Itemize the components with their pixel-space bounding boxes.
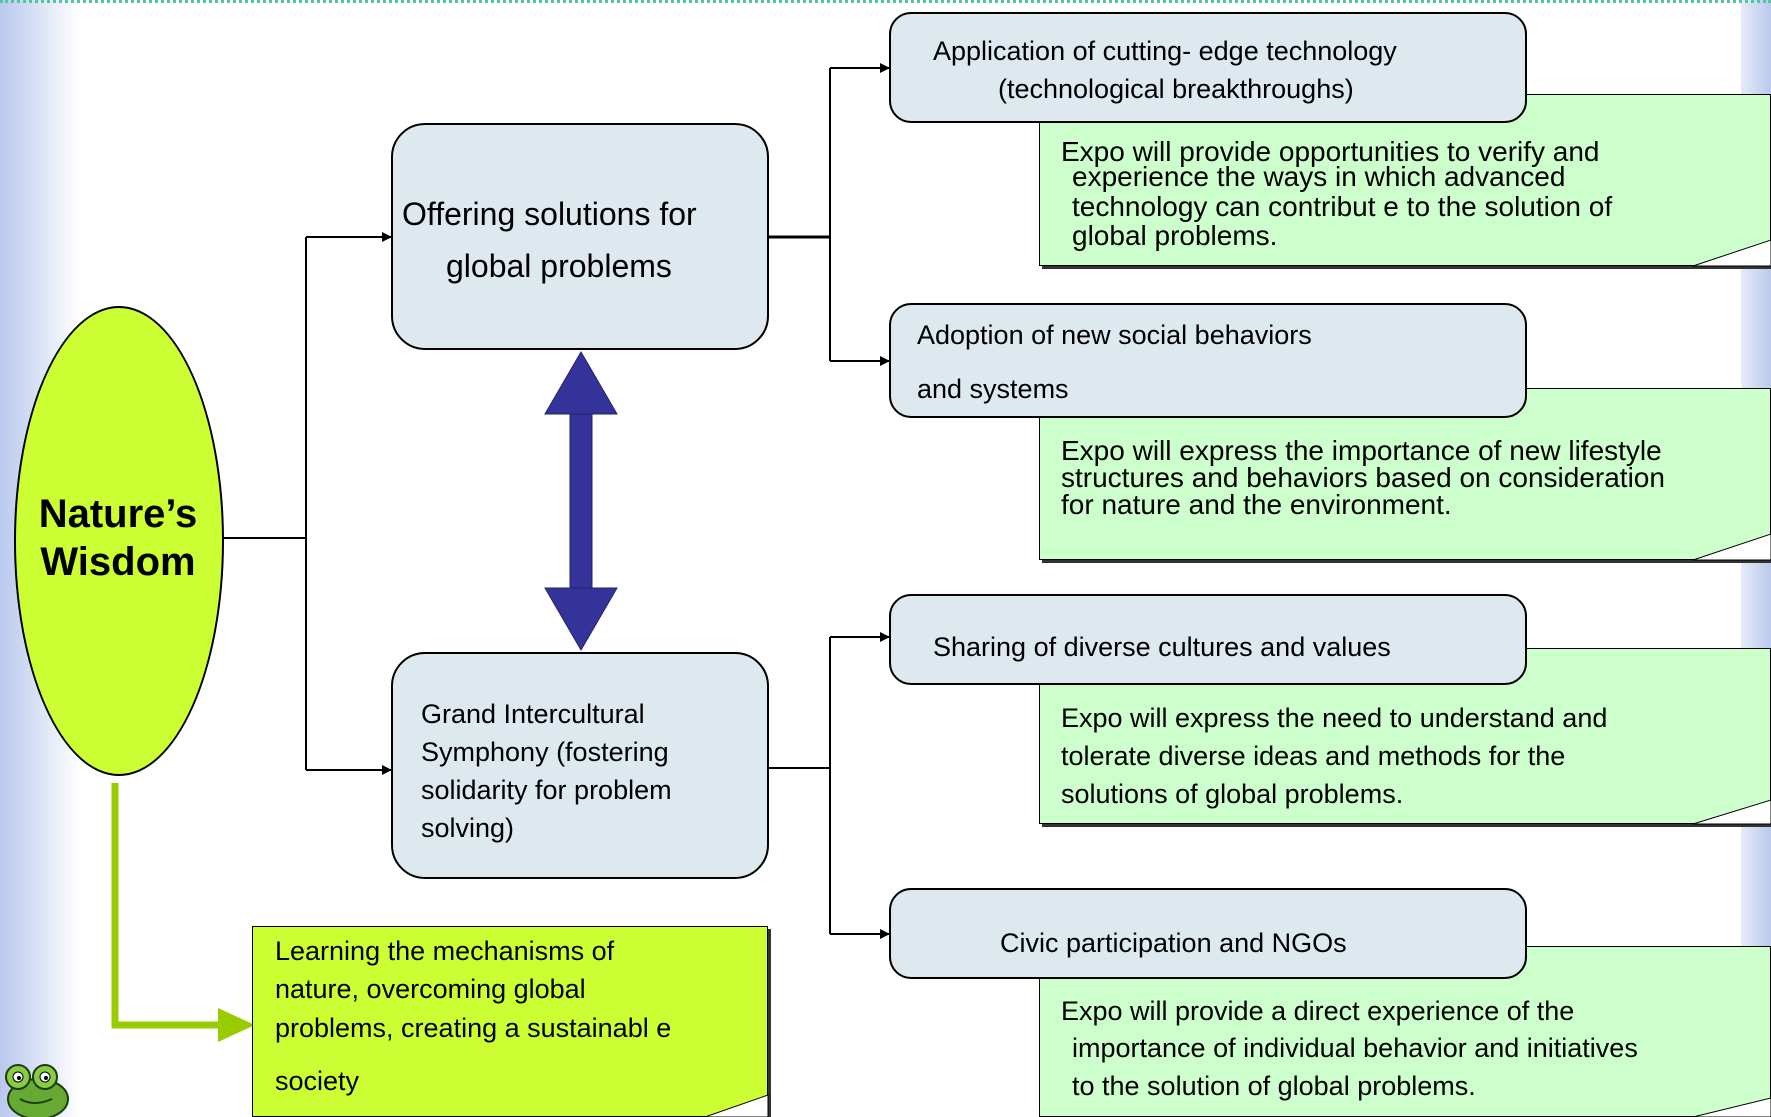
offering-solutions-box [391, 123, 769, 350]
social-box-line1: Adoption of new social behaviors [917, 320, 1312, 350]
learning-line2: nature, overcoming global [275, 974, 586, 1004]
note-fold-icon [1692, 239, 1771, 267]
grand-line3: solidarity for problem [421, 775, 672, 805]
social-note-line3: for nature and the environment. [1061, 489, 1452, 520]
learning-line1: Learning the mechanisms of [275, 936, 615, 966]
civic-note-line1: Expo will provide a direct experience of… [1061, 996, 1575, 1026]
green-connector-arrowhead [218, 1008, 255, 1042]
note-fold-icon [1692, 799, 1771, 825]
grand-intercultural-box [391, 652, 769, 879]
civic-box-line1: Civic participation and NGOs [1000, 928, 1347, 958]
frog-mascot-icon [5, 1064, 69, 1117]
natures-wisdom-line1: Nature’s [38, 492, 198, 536]
civic-box [889, 888, 1527, 979]
civic-note-line3: to the solution of global problems. [1072, 1071, 1476, 1101]
note-fold-icon [1692, 1097, 1771, 1117]
top-dotted-border [0, 0, 1771, 3]
note-fold-icon [704, 1094, 769, 1117]
technology-note-line3: technology can contribut e to the soluti… [1072, 191, 1613, 222]
natures-wisdom-line2: Wisdom [40, 540, 196, 584]
cultures-note-line1: Expo will express the need to understand… [1061, 703, 1608, 733]
social-box-line2: and systems [917, 374, 1069, 404]
social-note-line2: structures and behaviors based on consid… [1061, 462, 1665, 493]
natures-wisdom-title: Nature’s Wisdom [0, 490, 236, 586]
offering-line2: global problems [446, 248, 672, 284]
cultures-note-line2: tolerate diverse ideas and methods for t… [1061, 741, 1566, 771]
technology-box-line1: Application of cutting- edge technology [933, 36, 1397, 66]
green-connector-line [111, 783, 222, 1029]
technology-box-line2: (technological breakthroughs) [998, 74, 1354, 104]
learning-line4: society [275, 1066, 360, 1096]
technology-note-line2: experience the ways in which advanced [1072, 161, 1566, 192]
double-arrow-icon [544, 351, 618, 651]
cultures-note-line3: solutions of global problems. [1061, 779, 1404, 809]
offering-line1: Offering solutions for [402, 196, 697, 232]
technology-note-line1: Expo will provide opportunities to verif… [1061, 136, 1600, 167]
social-box [889, 303, 1527, 418]
cultures-box-line1: Sharing of diverse cultures and values [933, 632, 1391, 662]
technology-box [889, 12, 1527, 123]
learning-line3: problems, creating a sustainabl e [275, 1013, 672, 1043]
note-fold-icon [1692, 533, 1771, 561]
grand-line4: solving) [421, 813, 515, 843]
grand-line1: Grand Intercultural [421, 699, 645, 729]
learning-note [252, 926, 768, 1117]
natures-wisdom-oval [14, 306, 224, 776]
civic-note-line2: importance of individual behavior and in… [1072, 1033, 1638, 1063]
grand-line2: Symphony (fostering [421, 737, 669, 767]
technology-note-line4: global problems. [1072, 220, 1278, 251]
cultures-box [889, 594, 1527, 685]
social-note-line1: Expo will express the importance of new … [1061, 435, 1662, 466]
